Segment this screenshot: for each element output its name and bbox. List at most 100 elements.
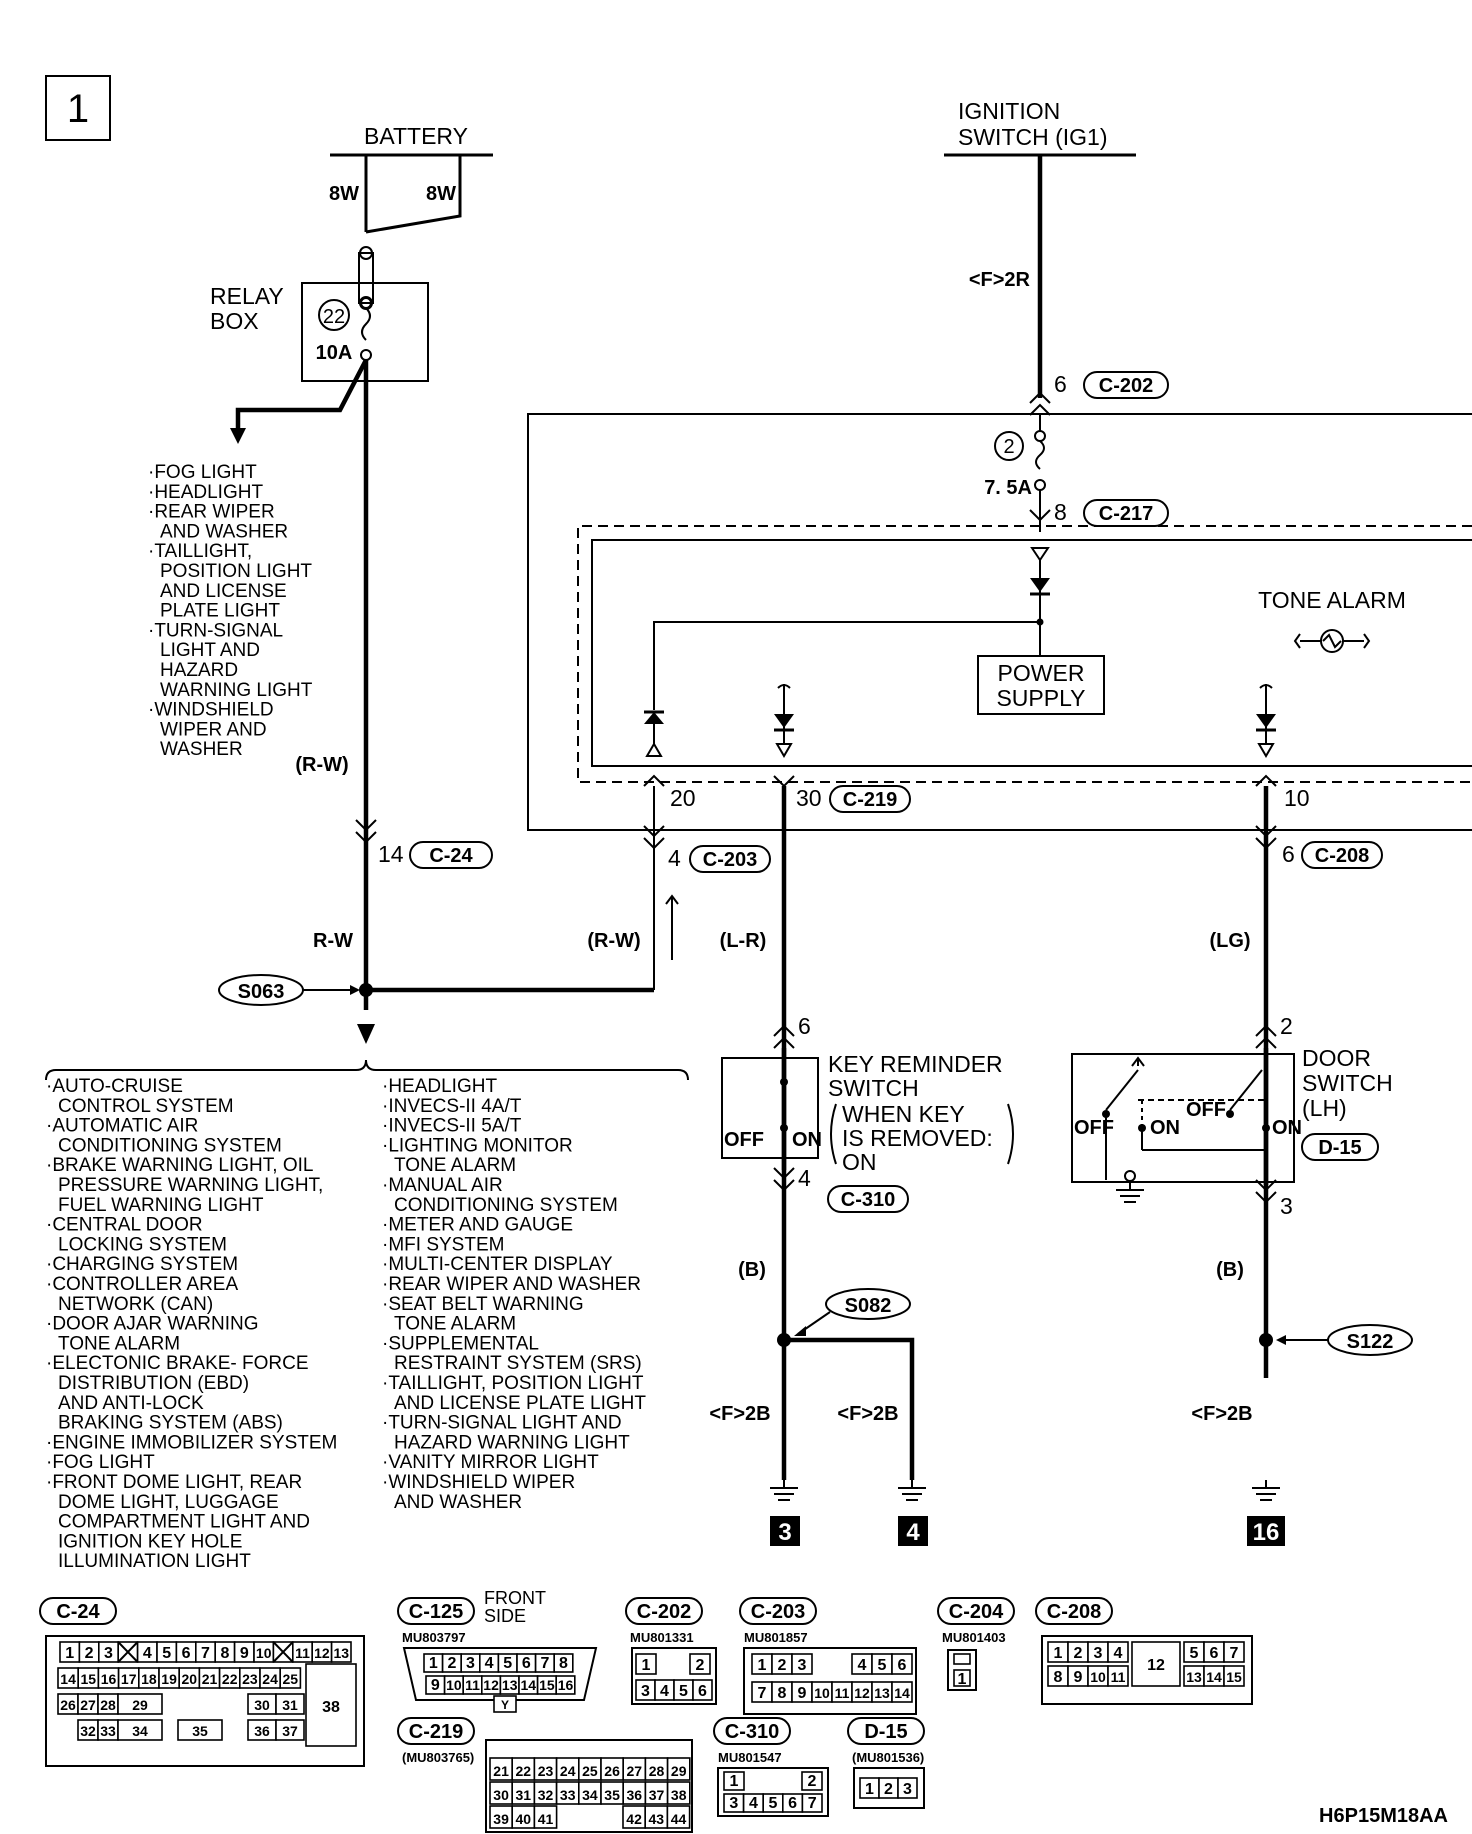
bottom-loads-brace bbox=[45, 1059, 689, 1081]
bottom-loads-col2: ·HEADLIGHT·INVECS-II 4A/T·INVECS-II 5A/T… bbox=[382, 1076, 646, 1513]
ground-4-box bbox=[898, 1516, 928, 1546]
pin10-diode bbox=[1256, 714, 1276, 728]
connector-pin-number: 22 bbox=[222, 1671, 238, 1687]
wire-f2b-2: <F>2B bbox=[837, 1403, 898, 1425]
connector-pin-number: 35 bbox=[604, 1787, 620, 1803]
etacs-dashed-boundary bbox=[577, 525, 1472, 783]
connector-blank-pin bbox=[117, 1641, 139, 1663]
connector-pin-number: 33 bbox=[100, 1723, 116, 1739]
connector-pin-number: 9 bbox=[1074, 1669, 1083, 1686]
connector-pin-number: 6 bbox=[788, 1795, 797, 1812]
connector-pin-number: 21 bbox=[493, 1763, 509, 1779]
connector-pin-number: 25 bbox=[283, 1671, 299, 1687]
connector-pin-cell bbox=[533, 1805, 558, 1829]
load-list-item: TONE ALARM bbox=[394, 1155, 516, 1176]
door-switch-off-2: OFF bbox=[1186, 1099, 1226, 1121]
connector-pin-number: 24 bbox=[262, 1671, 278, 1687]
connector-pin-number: 4 bbox=[749, 1795, 758, 1812]
ignition-label-1: IGNITION bbox=[958, 98, 1060, 124]
connector-pin-number: 30 bbox=[493, 1787, 509, 1803]
connector-pin-number: 32 bbox=[538, 1787, 554, 1803]
connector-pin-number: 31 bbox=[516, 1787, 532, 1803]
connector-pin-number: 27 bbox=[80, 1697, 96, 1713]
connector-pin-cell bbox=[635, 1653, 657, 1675]
connector-pin-number: 13 bbox=[502, 1677, 518, 1693]
connector-pin-number: 11 bbox=[465, 1677, 480, 1693]
load-list-item: PLATE LIGHT bbox=[160, 601, 280, 622]
load-list-item: ·WINDSHIELD WIPER bbox=[382, 1472, 575, 1493]
relay-box-label-2: BOX bbox=[210, 308, 259, 334]
connector-pin-number: 15 bbox=[1226, 1669, 1242, 1685]
connector-pin-cell bbox=[801, 1771, 823, 1791]
c202-face-name: C-202 bbox=[637, 1601, 691, 1623]
load-list-item: ·METER AND GAUGE bbox=[382, 1215, 573, 1236]
connector-pin-number: 3 bbox=[729, 1795, 738, 1812]
key-reminder-off: OFF bbox=[724, 1129, 764, 1151]
load-list-item: ·SUPPLEMENTAL bbox=[382, 1333, 539, 1354]
c202-conn-label: C-202 bbox=[1099, 375, 1153, 397]
load-list-item: TONE ALARM bbox=[58, 1333, 180, 1354]
load-list-item: COMPARTMENT LIGHT AND bbox=[58, 1512, 310, 1533]
d15-conn-label: D-15 bbox=[1318, 1137, 1361, 1159]
connector-pin-number: 44 bbox=[671, 1811, 687, 1827]
c208-big-pin-number: 12 bbox=[1147, 1657, 1165, 1674]
c202-connector-mark bbox=[1029, 391, 1051, 416]
splice-s122-dot bbox=[1259, 1333, 1273, 1347]
connector-pin-cell bbox=[1107, 1641, 1129, 1663]
connector-pin-number: 4 bbox=[660, 1683, 669, 1700]
power-supply-box bbox=[977, 655, 1105, 715]
splice-s082-badge bbox=[825, 1288, 911, 1320]
door-switch-ground-point bbox=[1124, 1170, 1136, 1182]
load-list-item: LIGHT AND bbox=[160, 640, 260, 661]
load-list-item: ·CENTRAL DOOR bbox=[46, 1215, 203, 1236]
c310-part: MU801547 bbox=[718, 1750, 782, 1765]
load-list-item: FUEL WARNING LIGHT bbox=[58, 1195, 264, 1216]
c204-pin: 1 bbox=[958, 1671, 967, 1688]
connector-pin-number: 14 bbox=[521, 1677, 537, 1693]
connector-pin-number: 35 bbox=[192, 1723, 208, 1739]
load-list-item: LOCKING SYSTEM bbox=[58, 1234, 227, 1255]
load-list-item: AND WASHER bbox=[160, 521, 288, 542]
c125-key bbox=[493, 1695, 517, 1713]
door-switch-contacts bbox=[1102, 1056, 1270, 1160]
branch-wire-left-loads bbox=[235, 358, 368, 432]
c24-pin: 14 bbox=[378, 841, 404, 867]
connector-pin-number: 26 bbox=[604, 1763, 620, 1779]
c204-face-name: C-204 bbox=[949, 1601, 1004, 1623]
diagram-code: H6P15M18AA bbox=[1319, 1805, 1448, 1827]
c310-face-name: C-310 bbox=[725, 1721, 779, 1743]
load-list-item: ·INVECS-II 5A/T bbox=[382, 1116, 522, 1137]
connector-pin-number: 40 bbox=[516, 1811, 532, 1827]
load-list-item: CONTROL SYSTEM bbox=[58, 1096, 234, 1117]
key-reminder-note-1: WHEN KEY bbox=[842, 1101, 965, 1127]
pin20-diode bbox=[644, 712, 664, 724]
load-list-item: BRAKING SYSTEM (ABS) bbox=[58, 1413, 283, 1434]
load-list-item: ·TURN-SIGNAL LIGHT AND bbox=[382, 1413, 622, 1434]
c204-face-badge bbox=[937, 1597, 1015, 1625]
connector-pin-number: 34 bbox=[132, 1723, 148, 1739]
c310-conn-badge bbox=[827, 1185, 909, 1213]
connector-pin-number: 13 bbox=[1186, 1669, 1202, 1685]
ground-16-box bbox=[1247, 1516, 1285, 1546]
c217-conn-label: C-217 bbox=[1099, 503, 1153, 525]
connector-pin-number: 10 bbox=[256, 1645, 272, 1661]
door-switch-top-conn-mark bbox=[1255, 1024, 1277, 1049]
load-list-item: WARNING LIGHT bbox=[160, 680, 313, 701]
key-reminder-on: ON bbox=[792, 1129, 822, 1151]
load-list-item: ·TAILLIGHT, bbox=[148, 541, 252, 562]
pin10-terminal bbox=[1257, 743, 1275, 758]
key-reminder-label-1: KEY REMINDER bbox=[828, 1051, 1003, 1077]
connector-pin-number: 14 bbox=[60, 1671, 76, 1687]
connector-pin-number: 5 bbox=[679, 1683, 688, 1700]
load-list-item: DISTRIBUTION (EBD) bbox=[58, 1373, 249, 1394]
fuse-22-element bbox=[361, 307, 371, 341]
connector-pin-number: 14 bbox=[894, 1685, 910, 1701]
connector-pin-cell bbox=[553, 1653, 574, 1673]
connector-pin-number: 31 bbox=[282, 1697, 298, 1713]
c24-face-body bbox=[45, 1635, 365, 1767]
key-reminder-contact-bottom bbox=[780, 1124, 788, 1132]
wire-f2b-1: <F>2B bbox=[709, 1403, 770, 1425]
load-list-item: HAZARD WARNING LIGHT bbox=[394, 1432, 630, 1453]
